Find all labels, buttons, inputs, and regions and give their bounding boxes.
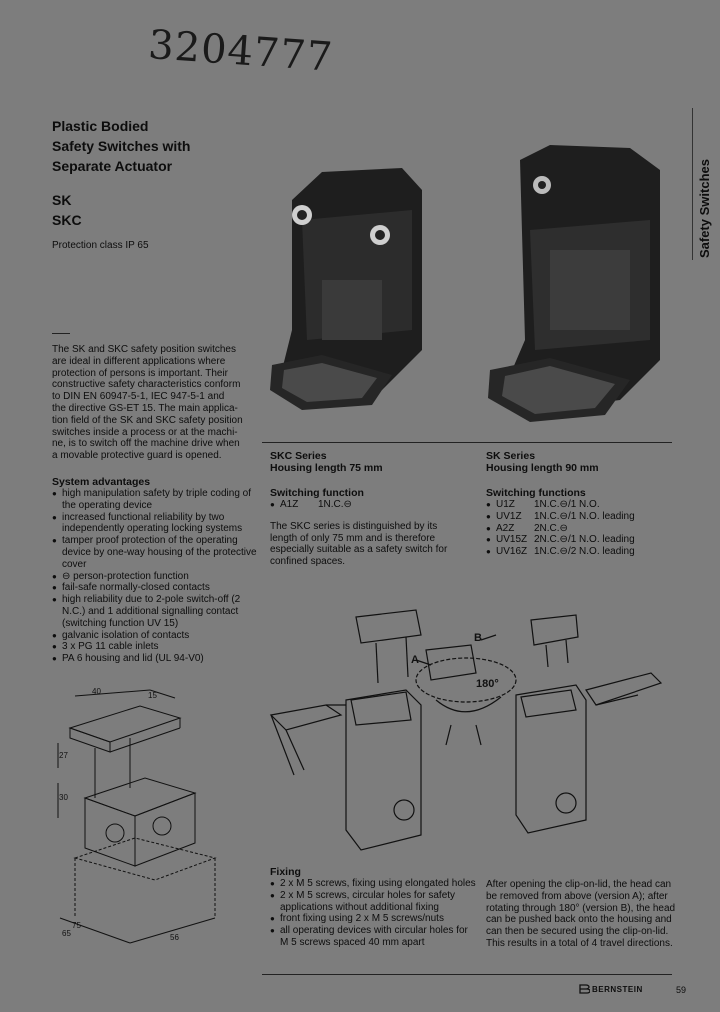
model-names: SK SKC — [52, 190, 82, 230]
bernstein-logo-icon — [579, 984, 590, 994]
handwritten-reference-number: 3204777 — [146, 22, 335, 81]
note-line: After opening the clip-on-lid, the head … — [486, 879, 672, 890]
intro-line: ne, is to switch off the machine drive w… — [52, 438, 240, 450]
page-title: Plastic Bodied Safety Switches with Sepa… — [52, 116, 252, 176]
title-line: Plastic Bodied — [52, 118, 149, 134]
function-config: 2N.C.⊖ — [534, 522, 568, 534]
function-config: 1N.C.⊖/1 N.O. — [534, 499, 600, 510]
function-config: 1N.C.⊖/1 N.O. leading — [534, 510, 635, 522]
model-skc: SKC — [52, 212, 82, 228]
model-sk: SK — [52, 192, 72, 208]
skc-housing-length: Housing length 75 mm — [270, 462, 383, 474]
intro-line: protection of persons is important. Thei… — [52, 367, 229, 379]
skc-series-block: SKC Series Housing length 75 mm Switchin… — [270, 450, 470, 568]
advantages-list: high manipulation safety by triple codin… — [52, 488, 264, 665]
divider — [262, 442, 672, 443]
intro-line: the directive GS-ET 15. The main applica… — [52, 402, 238, 414]
sk-series-title: SK Series — [486, 450, 536, 462]
intro-line: The SK and SKC safety position switches — [52, 344, 236, 355]
dim-label: 65 — [62, 929, 71, 938]
list-item: 2 x M 5 screws, circular holes for safet… — [270, 890, 478, 914]
system-advantages: System advantages high manipulation safe… — [52, 476, 264, 665]
list-item: tamper proof protection of the operating… — [52, 535, 264, 570]
title-line: Safety Switches with — [52, 138, 191, 154]
list-item: increased functional reliability by two … — [52, 512, 264, 536]
dim-label: 40 — [92, 688, 101, 696]
function-config: 2N.C.⊖/1 N.O. leading — [534, 534, 635, 546]
head-rotation-diagram: A B 180° — [269, 609, 663, 851]
function-code: U1Z — [486, 499, 534, 511]
protection-class: Protection class IP 65 — [52, 240, 149, 251]
sk-switch-photo — [488, 145, 660, 422]
note-line: length of only 75 mm and is therefore — [270, 532, 436, 544]
side-tab-label: Safety Switches — [697, 159, 712, 258]
brand-name: BERNSTEIN — [592, 985, 643, 994]
dim-label: 27 — [59, 751, 68, 760]
intro-line: tion field of the SK and SKC safety posi… — [52, 414, 243, 426]
function-code: A2Z — [486, 523, 534, 535]
note-line: especially suitable as a safety switch f… — [270, 544, 448, 556]
fixing-block: Fixing 2 x M 5 screws, fixing using elon… — [270, 866, 478, 949]
rotation-angle-label: 180° — [476, 678, 499, 690]
sk-series-block: SK Series Housing length 90 mm Switching… — [486, 450, 686, 558]
version-a-label: A — [411, 654, 419, 666]
intro-line: constructive safety characteristics conf… — [52, 379, 241, 391]
list-item: ⊖ person-protection function — [52, 571, 264, 583]
note-line: can be pushed back onto the housing and — [486, 914, 672, 926]
dim-label: 56 — [170, 933, 179, 942]
intro-paragraph: The SK and SKC safety position switches … — [52, 344, 264, 462]
version-b-label: B — [474, 632, 482, 644]
page-number: 59 — [676, 985, 687, 995]
note-line: This results in a total of 4 travel dire… — [486, 937, 673, 949]
list-item: high manipulation safety by triple codin… — [52, 488, 264, 512]
footer-divider — [262, 974, 672, 975]
skc-switching-heading: Switching function — [270, 487, 364, 499]
skc-series-title: SKC Series — [270, 450, 327, 462]
list-item: PA 6 housing and lid (UL 94-V0) — [52, 653, 264, 665]
function-code: UV16Z — [486, 546, 534, 558]
note-line: The SKC series is distinguished by its — [270, 520, 438, 532]
divider — [52, 333, 70, 334]
intro-line: switches inside a process or at the mach… — [52, 426, 238, 438]
list-item: fail-safe normally-closed contacts — [52, 582, 264, 594]
side-tab: Safety Switches — [692, 108, 719, 260]
intro-line: a movable protective guard is opened. — [52, 450, 222, 462]
list-item: front fixing using 2 x M 5 screws/nuts — [270, 913, 478, 925]
list-item: 3 x PG 11 cable inlets — [52, 641, 264, 653]
dimension-drawing: 40 15 27 30 65 75 56 — [57, 688, 217, 944]
list-item: galvanic isolation of contacts — [52, 630, 264, 642]
fixing-list: 2 x M 5 screws, fixing using elongated h… — [270, 878, 478, 949]
note-line: confined spaces. — [270, 556, 346, 568]
function-code: A1Z — [270, 499, 318, 511]
sk-switching-heading: Switching functions — [486, 487, 586, 499]
skc-switch-photo — [270, 168, 422, 410]
function-config: 1N.C.⊖ — [318, 499, 352, 510]
function-code: UV15Z — [486, 534, 534, 546]
list-item: 2 x M 5 screws, fixing using elongated h… — [270, 878, 478, 890]
intro-line: to DIN EN 60947-5-1, IEC 947-5-1 and — [52, 391, 225, 403]
dim-label: 30 — [59, 793, 68, 802]
note-line: be removed from above (version A); after — [486, 890, 668, 902]
list-item: high reliability due to 2-pole switch-of… — [52, 594, 264, 629]
title-line: Separate Actuator — [52, 158, 173, 174]
note-line: can then be secured using the clip-on-li… — [486, 926, 669, 938]
fixing-note: After opening the clip-on-lid, the head … — [486, 879, 691, 950]
list-item: all operating devices with circular hole… — [270, 925, 478, 949]
function-config: 1N.C.⊖/2 N.O. leading — [534, 546, 635, 558]
intro-line: are ideal in different applications wher… — [52, 355, 226, 367]
fixing-heading: Fixing — [270, 866, 301, 878]
function-code: UV1Z — [486, 511, 534, 523]
sk-housing-length: Housing length 90 mm — [486, 462, 599, 474]
function-row: A1Z 1N.C.⊖ — [270, 499, 470, 511]
note-line: rotating through 180° (version B), the h… — [486, 902, 676, 914]
dim-label: 75 — [72, 921, 81, 930]
skc-note: The SKC series is distinguished by its l… — [270, 521, 470, 568]
system-advantages-heading: System advantages — [52, 476, 151, 488]
dim-label: 15 — [148, 691, 157, 700]
